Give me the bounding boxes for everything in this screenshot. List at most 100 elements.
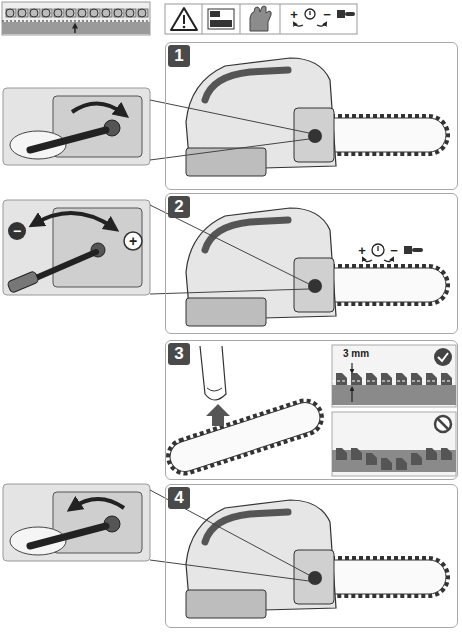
wrench bbox=[30, 130, 106, 150]
chainsaw-drawing bbox=[186, 208, 448, 326]
battery bbox=[186, 298, 266, 326]
chain-tooth bbox=[381, 458, 392, 470]
leader-line bbox=[150, 139, 309, 160]
adjust-arrow bbox=[34, 213, 114, 228]
manual-icon-block bbox=[210, 20, 232, 27]
chain-link bbox=[138, 9, 148, 17]
sign-label: + bbox=[129, 234, 137, 248]
guide-bar-strip bbox=[2, 22, 150, 34]
mini-saw-bar bbox=[412, 248, 423, 252]
chain-tooth bbox=[336, 448, 347, 460]
sign-label: − bbox=[13, 224, 21, 238]
chain-tooth bbox=[366, 373, 377, 385]
screwdriver-handle bbox=[7, 271, 39, 294]
chain-tooth bbox=[441, 373, 452, 385]
chain-link bbox=[6, 9, 16, 17]
tension-knob bbox=[308, 279, 322, 293]
mini-saw-bar bbox=[345, 12, 355, 16]
chain-link bbox=[102, 9, 112, 17]
turn-arrow bbox=[72, 499, 124, 508]
chain-tooth bbox=[351, 373, 362, 385]
step-panel: 3 bbox=[165, 340, 458, 480]
step-panel: 2 bbox=[165, 193, 458, 334]
forbidden-icon bbox=[435, 416, 451, 432]
turn-arrow bbox=[72, 103, 124, 114]
step-number: 1 bbox=[168, 45, 190, 67]
sprocket-cover bbox=[294, 550, 334, 604]
guide-bar-strip bbox=[332, 450, 456, 472]
chain-tooth bbox=[441, 448, 452, 460]
chain-rivet bbox=[66, 9, 74, 17]
step-panel: 4 bbox=[165, 484, 458, 628]
step-number: 3 bbox=[168, 343, 190, 365]
side-plate bbox=[53, 492, 142, 553]
lock-symbol-bar bbox=[377, 246, 378, 251]
manual-icon-block bbox=[210, 11, 220, 17]
sign-label: + bbox=[358, 244, 366, 257]
dimension-label: 3 mm bbox=[343, 349, 369, 359]
chain-tooth bbox=[396, 373, 407, 385]
sprocket-cover bbox=[294, 258, 334, 312]
warning-mark bbox=[183, 15, 185, 24]
chain-link bbox=[114, 9, 124, 17]
chain-rivet bbox=[42, 9, 50, 17]
chain-rivet bbox=[18, 9, 26, 17]
chain-link bbox=[90, 9, 100, 17]
leader-line bbox=[150, 560, 309, 581]
sign-label: − bbox=[390, 244, 398, 257]
dim-arrow bbox=[351, 388, 352, 402]
manual-icon bbox=[208, 9, 234, 29]
chain-rivet bbox=[126, 9, 134, 17]
leader-line bbox=[150, 289, 309, 294]
chain-rivet bbox=[90, 9, 98, 17]
warning-dot bbox=[183, 26, 186, 29]
inset-frame bbox=[3, 484, 150, 561]
battery bbox=[186, 148, 266, 176]
step-panel: 1 bbox=[165, 42, 458, 190]
chain-tooth bbox=[351, 448, 362, 460]
rotate-arrow bbox=[294, 23, 303, 26]
step-number: 4 bbox=[168, 487, 190, 509]
leader-line bbox=[150, 100, 309, 133]
mini-saw-icon bbox=[337, 10, 345, 18]
tension-knob bbox=[308, 129, 322, 143]
icon-strip bbox=[165, 4, 357, 34]
saw-chain bbox=[164, 396, 327, 478]
chain-rivet bbox=[102, 9, 110, 17]
mini-saw-icon bbox=[404, 246, 412, 254]
icon-divider bbox=[202, 4, 203, 34]
chain-tooth bbox=[396, 458, 407, 470]
icon-divider bbox=[240, 4, 241, 34]
rotate-arrow bbox=[384, 258, 393, 262]
inset-frame bbox=[3, 200, 150, 295]
minus-circle bbox=[8, 222, 26, 240]
check-frame bbox=[332, 345, 456, 407]
chainsaw-drawing bbox=[186, 500, 448, 618]
plus-circle bbox=[124, 232, 142, 250]
warning-icon bbox=[171, 8, 197, 30]
chain-link bbox=[18, 9, 28, 17]
lock-symbol-bar bbox=[309, 11, 310, 15]
chain-tooth bbox=[366, 453, 377, 465]
finger-nail bbox=[207, 388, 222, 391]
dim-arrow bbox=[351, 363, 352, 372]
chain-tooth bbox=[411, 453, 422, 465]
saw-handle bbox=[205, 512, 288, 542]
pull-arrow bbox=[206, 404, 230, 426]
finger bbox=[200, 346, 226, 400]
chain-rivet bbox=[54, 9, 62, 17]
chain-tooth bbox=[426, 448, 437, 460]
dashed-line bbox=[2, 21, 150, 22]
icon-divider bbox=[280, 4, 281, 34]
dashed-line bbox=[332, 381, 456, 382]
sign-label: − bbox=[323, 8, 331, 21]
inset-frame bbox=[3, 88, 150, 165]
chain-link bbox=[66, 9, 76, 17]
wrench bbox=[30, 526, 106, 546]
chain-link bbox=[126, 9, 136, 17]
chain-link bbox=[42, 9, 52, 17]
chain-tooth bbox=[411, 373, 422, 385]
rotate-arrow bbox=[363, 258, 372, 262]
